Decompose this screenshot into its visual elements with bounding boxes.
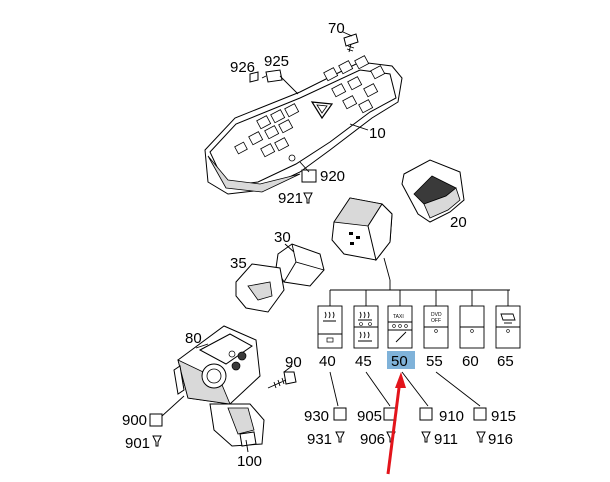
bulb-holder-915[interactable] — [473, 407, 487, 443]
callout-916: 916 — [488, 431, 513, 448]
bulb-holder-910[interactable] — [419, 407, 433, 443]
callout-65: 65 — [497, 353, 514, 370]
callout-90: 90 — [285, 354, 302, 371]
callout-926: 926 — [230, 59, 255, 76]
callout-915: 915 — [491, 408, 516, 425]
callout-50: 50 — [391, 353, 408, 370]
callout-70: 70 — [328, 20, 345, 37]
overhead-control-panel[interactable] — [204, 55, 403, 195]
switch-tree — [329, 280, 510, 306]
callout-900: 900 — [122, 412, 147, 429]
callout-930: 930 — [304, 408, 329, 425]
callout-10: 10 — [369, 125, 386, 142]
switch-60[interactable] — [459, 305, 485, 349]
callout-60: 60 — [462, 353, 479, 370]
bulb-holder-905[interactable] — [383, 407, 397, 443]
callout-20: 20 — [450, 214, 467, 231]
callout-921: 921 — [278, 190, 303, 207]
switch-55-dvd-off[interactable]: DVD OFF — [423, 305, 449, 349]
callout-905: 905 — [357, 408, 382, 425]
bulb-holder-930[interactable] — [333, 407, 347, 443]
taxi-label: TAXI — [393, 314, 404, 320]
cover-20[interactable] — [401, 159, 465, 223]
callout-55: 55 — [426, 353, 443, 370]
off-label: OFF — [431, 318, 441, 324]
callout-901: 901 — [125, 435, 150, 452]
bulb-holder-900[interactable] — [149, 413, 163, 447]
dvd-label: DVD — [431, 312, 442, 318]
clip-925[interactable] — [265, 69, 283, 83]
bulb-921[interactable] — [303, 192, 313, 204]
screw-70[interactable] — [343, 33, 359, 53]
callout-80: 80 — [185, 330, 202, 347]
callout-35: 35 — [230, 255, 247, 272]
callout-40: 40 — [319, 353, 336, 370]
blank-30[interactable] — [275, 243, 325, 287]
callout-925: 925 — [264, 53, 289, 70]
switch-65[interactable] — [495, 305, 521, 349]
light-switch-module-80[interactable] — [173, 325, 265, 447]
callout-906: 906 — [360, 431, 385, 448]
switch-40[interactable] — [317, 305, 343, 349]
switch-45[interactable] — [353, 305, 379, 349]
callout-30: 30 — [274, 229, 291, 246]
bulb-socket-920[interactable] — [301, 169, 317, 183]
red-arrow — [386, 372, 406, 475]
callout-100: 100 — [237, 453, 262, 470]
callout-931: 931 — [307, 431, 332, 448]
callout-45: 45 — [355, 353, 372, 370]
callout-910: 910 — [439, 408, 464, 425]
highlight-50 — [387, 351, 415, 369]
switch-housing[interactable] — [331, 197, 393, 262]
switch-50-taxi[interactable]: TAXI — [387, 305, 413, 349]
clip-926[interactable] — [249, 71, 259, 83]
screw-90[interactable] — [267, 371, 297, 389]
blank-35[interactable] — [235, 263, 285, 313]
callout-920: 920 — [320, 168, 345, 185]
callout-911: 911 — [434, 431, 458, 448]
